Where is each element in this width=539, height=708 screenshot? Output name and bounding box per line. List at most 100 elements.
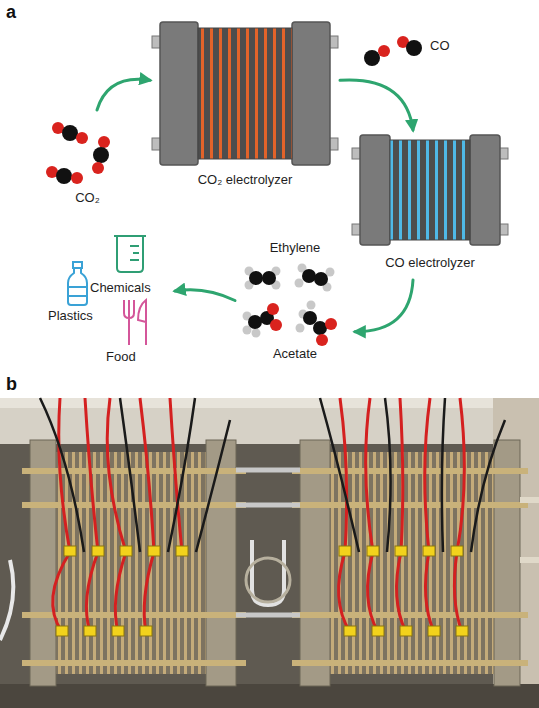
co2-electrolyzer-stack-part [198,28,292,159]
co2-molecules-part [71,172,83,184]
photo-part [59,398,182,552]
photo-part-part [367,546,379,556]
photo-part-part [395,546,407,556]
photo-part [0,684,539,708]
acetate-molecules-part [307,301,316,310]
photo-part [320,398,505,552]
process-node: CO₂ electrolyzer [150,18,340,196]
photo-part-part [176,546,188,556]
ethylene-molecules [245,264,335,292]
photo-part [330,452,494,674]
node-label: Food [106,349,156,364]
ethylene-molecules-part [249,271,263,285]
photo-part-part [84,626,96,636]
ethylene-molecules-part [295,279,304,288]
beaker-icon-part [114,235,146,237]
photo-part-part [148,546,160,556]
process-node: ChemicalsPlasticsFood [40,228,175,368]
photo [0,398,539,708]
acetate-molecules-part [248,315,262,329]
flow-arrow [175,290,235,301]
acetate-molecules-part [316,334,328,346]
bottle-icon-part [68,287,87,296]
photo-part [292,502,528,508]
photo-part-part [64,546,76,556]
photo-part-part [339,546,351,556]
photo-part [0,398,539,708]
co-molecules-part [378,45,390,57]
photo-part-part [372,626,384,636]
cutlery-icon-part [124,300,134,345]
photo-part [494,440,520,686]
acetate-molecules-part [252,329,261,338]
acetate-molecules [243,301,338,347]
acetate-molecules-part [296,324,305,333]
photo-part-part [400,626,412,636]
beaker-icon [114,236,146,272]
co2-molecules-part [76,132,88,144]
co2-molecules [46,122,110,184]
photo-part-part [92,546,104,556]
photo-part-part [120,546,132,556]
co-molecules-part [364,50,380,66]
acetate-molecules-part [325,318,337,330]
co2-molecules-part [62,125,78,141]
co-electrolyzer-stack-part [360,135,390,245]
photo-part [56,546,468,636]
flow-arrow [355,280,413,332]
photo-part [40,398,230,552]
node-label: Plastics [48,308,108,323]
photo-part-part [451,546,463,556]
photo-part [236,470,300,615]
acetate-molecules-part [303,311,317,325]
photo-part-part [423,546,435,556]
photo-part-part [428,626,440,636]
flow-arrow [340,80,413,130]
photo-part-part [456,626,468,636]
acetate-molecules-part [313,321,327,335]
co2-electrolyzer-stack-part [160,22,198,165]
photo-part [53,552,154,632]
co-electrolyzer-stack-part [470,135,500,245]
co2-molecules-part [92,162,104,174]
edge-label: CO [430,38,450,53]
acetate-molecules-part [267,303,279,315]
node-label: CO electrolyzer [345,255,515,270]
photo-part [0,398,539,408]
photo-part [0,398,539,444]
beaker-icon-part [117,236,143,272]
cutlery-icon [124,300,146,345]
node-label: Acetate [235,346,355,361]
bottle-icon [68,262,87,305]
photo-part [246,558,290,602]
photo-part [0,560,13,640]
photo-part [206,440,236,686]
cutlery-icon-part [138,300,146,345]
photo-part-part [344,626,356,636]
flow-arrow [97,79,150,110]
co-molecules-part [406,40,422,56]
ethylene-molecules-part [302,269,316,283]
node-label: Ethylene [235,240,355,255]
process-node: CO₂ [40,110,135,210]
photo-part [30,440,56,686]
node-label: CO₂ [40,190,135,205]
ethylene-molecules-part [262,271,276,285]
ethylene-molecules-part [326,268,335,277]
node-label: CO₂ electrolyzer [150,172,340,187]
photo-part [292,612,528,618]
photo-part [292,468,528,474]
panel-letter: b [6,374,17,394]
photo-part-part [56,626,68,636]
process-node: CO electrolyzer [345,130,515,280]
photo-part [520,500,539,560]
process-node: EthyleneAcetate [235,238,355,363]
co2-electrolyzer-stack [152,22,338,165]
photo-part [22,660,246,666]
co-electrolyzer-stack-part [390,140,470,240]
photo-part-part [140,626,152,636]
